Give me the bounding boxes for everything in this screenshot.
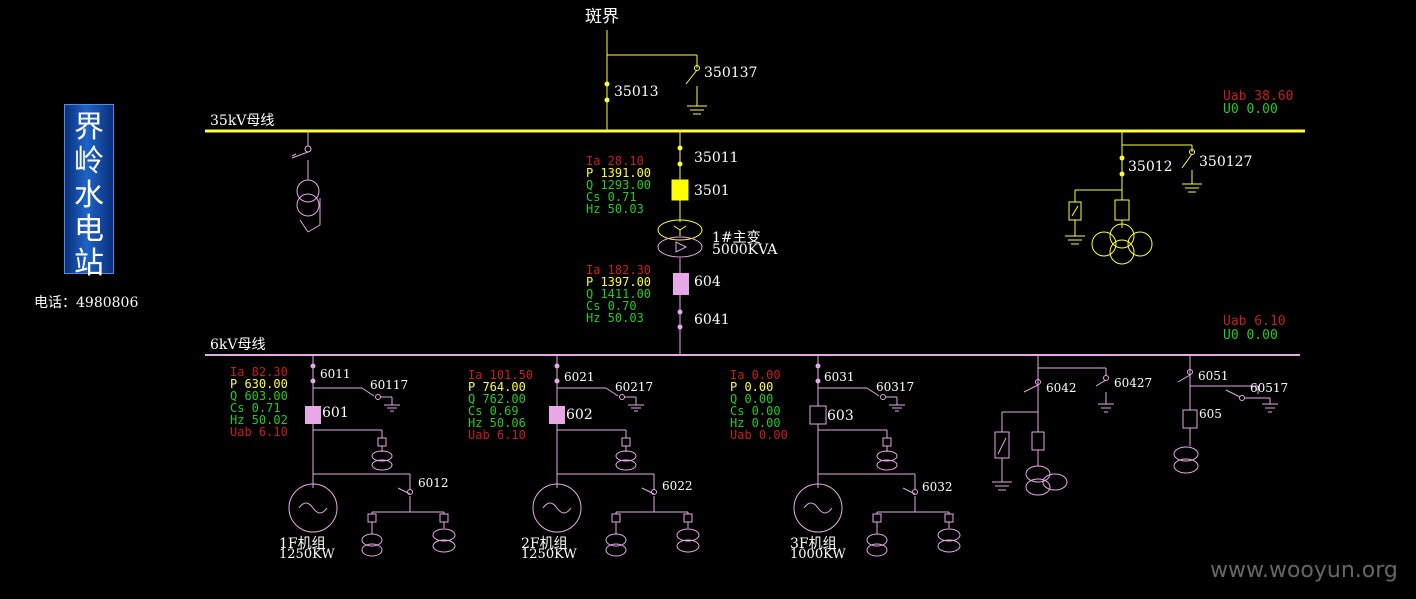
gen1-cs: Cs 0.71 [230,401,281,415]
gen2-hz: Hz 50.06 [468,416,526,430]
bus-35kv-label: 35kV母线 [210,113,275,129]
m3501-q: Q 1293.00 [586,178,652,192]
switch-350127[interactable]: 350127 [1199,154,1253,170]
gen3-p: P 0.00 [730,380,774,394]
gen1-q: Q 603.00 [230,389,288,403]
breaker-601-label[interactable]: 601 [322,405,349,421]
m604-q: Q 1411.00 [586,287,652,301]
gen1-hz: Hz 50.02 [230,413,288,427]
breaker-605-label[interactable]: 605 [1199,407,1222,421]
gen2-uab: Uab 6.10 [468,428,526,442]
switch-60117[interactable]: 60117 [370,378,409,392]
station-name-char: 电 [74,212,104,247]
station-name-banner: 界 岭 水 电 站 [64,104,114,281]
gen3-hz: Hz 0.00 [730,416,781,430]
station-name-char: 界 [74,110,104,145]
breaker-604 [673,273,689,295]
station-name-char: 站 [74,246,104,281]
switch-60517[interactable]: 60517 [1250,381,1289,395]
switch-6042[interactable]: 6042 [1046,381,1077,395]
gen3-ia: Ia 0.00 [730,368,781,382]
station-name-char: 岭 [74,144,104,179]
switch-35011[interactable]: 35011 [694,150,739,166]
gen2-name: 2F机组 [521,536,568,552]
watermark: www.wooyun.org [1210,558,1398,583]
switch-350137[interactable]: 350137 [704,65,758,81]
gen3-capacity: 1000KW [790,547,846,562]
switch-6032[interactable]: 6032 [922,480,953,494]
gen1-capacity: 1250KW [279,547,335,562]
gen2-cs: Cs 0.69 [468,404,519,418]
m604-ia: Ia 182.30 [586,263,652,277]
switch-60217[interactable]: 60217 [615,380,654,394]
gen2-q: Q 762.00 [468,392,526,406]
gen1-name: 1F机组 [279,536,326,552]
gen3-cs: Cs 0.00 [730,404,781,418]
breaker-601 [305,406,321,424]
source-line-label: 斑界 [585,7,619,27]
breaker-603-label[interactable]: 603 [827,408,854,424]
bus6-uab: Uab 6.10 [1223,314,1286,329]
gen2-p: P 764.00 [468,380,526,394]
switch-35013[interactable]: 35013 [614,84,659,100]
breaker-3501-label[interactable]: 3501 [694,183,730,199]
switch-6041[interactable]: 6041 [694,312,730,328]
gen3-name: 3F机组 [790,536,837,552]
m3501-ia: Ia 28.10 [586,154,644,168]
gen3-uab: Uab 0.00 [730,428,788,442]
switch-6021[interactable]: 6021 [564,370,595,384]
switch-6031[interactable]: 6031 [824,370,855,384]
m3501-hz: Hz 50.03 [586,202,644,216]
gen2-ia: Ia 101.50 [468,368,534,382]
gen1-uab: Uab 6.10 [230,425,288,439]
m3501-cs: Cs 0.71 [586,190,637,204]
breaker-602 [549,406,565,424]
m3501-p: P 1391.00 [586,166,652,180]
switch-6051[interactable]: 6051 [1198,369,1229,383]
gen2-capacity: 1250KW [521,547,577,562]
switch-6022[interactable]: 6022 [662,479,693,493]
switch-60427[interactable]: 60427 [1114,376,1153,390]
breaker-603 [809,405,827,425]
switch-35012[interactable]: 35012 [1128,159,1173,175]
bus6-u0: U0 0.00 [1223,328,1278,343]
gen3-q: Q 0.00 [730,392,774,406]
m604-hz: Hz 50.03 [586,311,644,325]
breaker-3501 [671,179,689,201]
gen1-p: P 630.00 [230,377,288,391]
bus-6kv-label: 6kV母线 [210,337,266,353]
phone-number: 电话：4980806 [34,295,139,311]
transformer-name: 1#主变 [712,230,761,246]
m604-p: P 1397.00 [586,275,652,289]
station-name-char: 水 [74,178,104,213]
breaker-602-label[interactable]: 602 [566,407,593,423]
switch-60317[interactable]: 60317 [876,380,915,394]
breaker-604-label[interactable]: 604 [694,274,721,290]
switch-6011[interactable]: 6011 [320,367,351,381]
switch-6012[interactable]: 6012 [418,476,449,490]
bus35-uab: Uab 38.60 [1223,89,1294,104]
m604-cs: Cs 0.70 [586,299,637,313]
transformer-capacity: 5000KVA [712,242,778,258]
gen1-ia: Ia 82.30 [230,365,288,379]
bus35-u0: U0 0.00 [1223,102,1278,117]
